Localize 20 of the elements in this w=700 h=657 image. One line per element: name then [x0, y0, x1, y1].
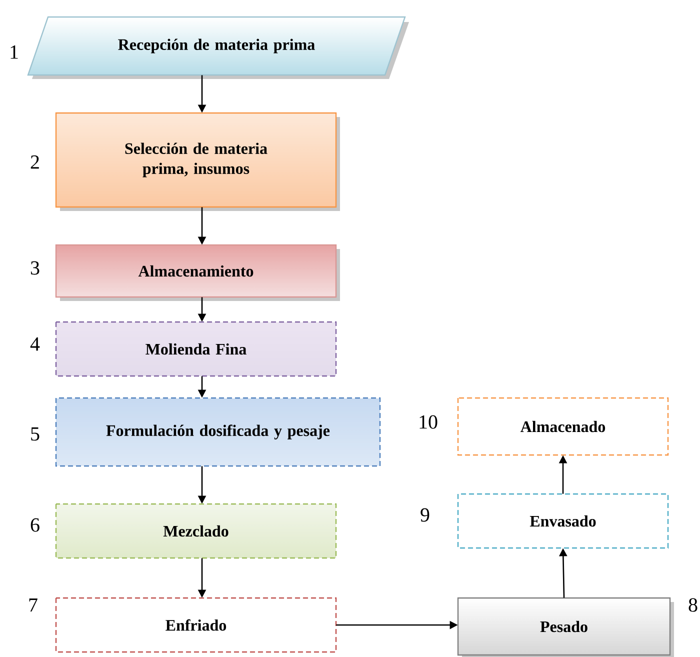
step-number: 4: [30, 337, 40, 351]
step-number: 6: [30, 518, 40, 532]
step-number: 3: [30, 261, 40, 275]
process-box: Envasado: [457, 493, 669, 549]
step-number: 5: [31, 427, 40, 441]
process-box: Mezclado: [55, 503, 337, 559]
process-box: Selección de materia prima, insumos: [55, 112, 340, 211]
process-box: Almacenado: [457, 397, 669, 456]
step-number: 1: [10, 45, 18, 59]
step-number: 9: [420, 508, 430, 522]
step-number: 7: [29, 598, 38, 612]
step-number: 2: [30, 155, 39, 169]
process-box: Pesado: [457, 597, 674, 657]
process-box: Almacenamiento: [55, 244, 340, 301]
step-number: 8: [688, 598, 698, 612]
input-parallelogram: Recepción de materia prima: [27, 16, 409, 79]
process-box: Formulación dosificada y pesaje: [55, 397, 381, 467]
process-box: Enfriado: [55, 597, 337, 653]
step-number: 10: [420, 415, 438, 429]
process-box: Molienda Fina: [55, 321, 337, 377]
